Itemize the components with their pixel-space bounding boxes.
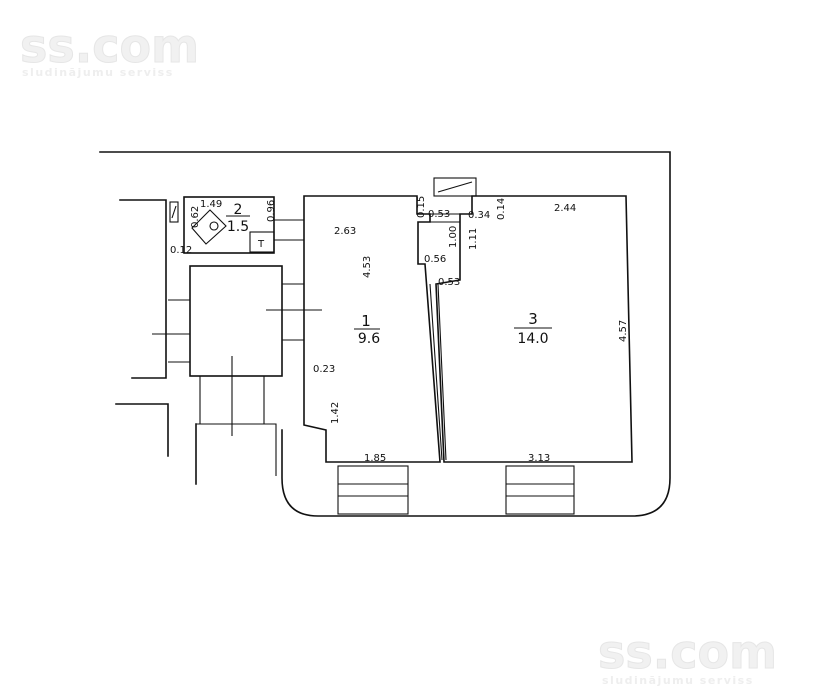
toilet-symbol: T: [257, 239, 265, 250]
watermark-tagline: sludinājumu serviss: [602, 674, 754, 687]
dim-label: 0.53: [428, 209, 450, 220]
dim-label: 4.57: [618, 320, 629, 342]
left-neighbor-walls: [115, 199, 197, 485]
small-window-left: [169, 201, 179, 223]
watermark-tagline: sludinājumu serviss: [22, 66, 174, 79]
watermark-logo: ss.com: [20, 19, 199, 73]
room-3-number: 3: [528, 310, 538, 328]
dim-label: 2.63: [334, 226, 356, 237]
dim-label: 1.00: [448, 226, 459, 248]
dim-label: 1.11: [468, 228, 479, 250]
dim-label: 0.96: [266, 200, 277, 222]
outer-wall: [99, 151, 671, 517]
stair-block: [152, 265, 322, 476]
room-2-wc: T: [183, 196, 275, 254]
dim-label: 0.56: [424, 254, 446, 265]
dim-label: 0.23: [313, 364, 335, 375]
room-2-area: 1.5: [227, 219, 249, 235]
room-3-outline: [435, 195, 633, 463]
partition-wall: [429, 283, 447, 461]
dim-label: 0.14: [496, 198, 507, 220]
room-1-label: 1 9.6: [354, 312, 380, 347]
watermark-bottom-right: ss.com sludinājumu serviss: [598, 625, 778, 688]
dimension-labels: 1.49 0.62 0.96 0.12 2.63 4.53 0.15 0.53 …: [170, 196, 629, 464]
room-3-label: 3 14.0: [514, 310, 552, 347]
dim-label: 0.15: [416, 196, 427, 218]
dim-label: 3.13: [528, 453, 550, 464]
watermark-logo: ss.com: [598, 625, 777, 679]
vent-box-icon: [433, 177, 477, 197]
watermark-top-left: ss.com sludinājumu serviss: [20, 19, 200, 80]
dim-label: 1.85: [364, 453, 386, 464]
room-1-number: 1: [361, 312, 371, 330]
dim-label: 4.53: [362, 256, 373, 278]
dim-label: 1.49: [200, 199, 222, 210]
dim-label: 0.34: [468, 210, 490, 221]
bottom-window-room-1: [337, 465, 409, 515]
room-1-outline: [303, 195, 441, 463]
room-2-number: 2: [234, 202, 243, 218]
dim-label: 2.44: [554, 203, 576, 214]
bottom-window-room-3: [505, 465, 575, 515]
room-1-area: 9.6: [358, 331, 380, 347]
corridor-detail: [430, 213, 460, 223]
room-2-label: 2 1.5: [226, 202, 250, 235]
dim-label: 0.12: [170, 245, 192, 256]
left-wall-ticks: [168, 219, 304, 363]
room-3-area: 14.0: [517, 331, 548, 347]
dim-label: 0.53: [438, 277, 460, 288]
dim-label: 1.42: [330, 402, 341, 424]
dim-label: 0.62: [190, 206, 201, 228]
